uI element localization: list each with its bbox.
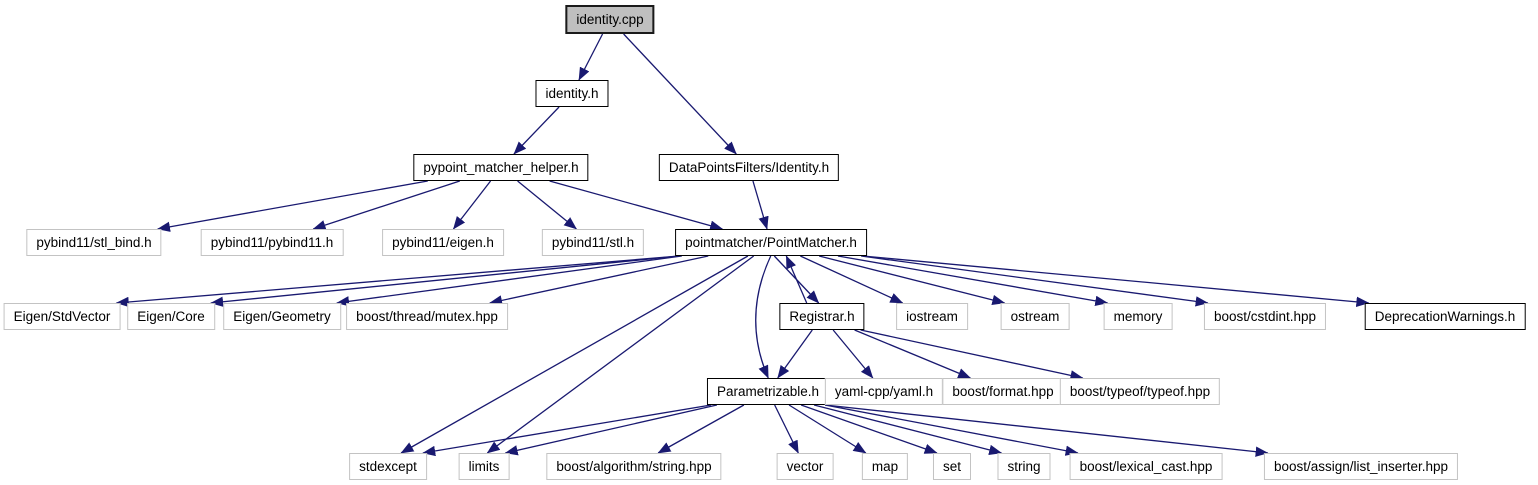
- node-boost-format-hpp: boost/format.hpp: [942, 378, 1064, 405]
- node-map: map: [861, 453, 909, 480]
- node-stdexcept: stdexcept: [349, 453, 427, 480]
- node-string: string: [997, 453, 1051, 480]
- node-memory: memory: [1103, 303, 1173, 330]
- node-identity-cpp: identity.cpp: [565, 5, 655, 34]
- node-pybind11-stl-bind-h: pybind11/stl_bind.h: [26, 229, 162, 256]
- node-registrar-h[interactable]: Registrar.h: [779, 303, 865, 330]
- node-eigen-geometry: Eigen/Geometry: [223, 303, 341, 330]
- node-pybind11-stl-h: pybind11/stl.h: [541, 229, 645, 256]
- node-pypoint-matcher-helper-h[interactable]: pypoint_matcher_helper.h: [413, 154, 589, 181]
- node-boost-typeof-typeof-hpp: boost/typeof/typeof.hpp: [1059, 378, 1221, 405]
- node-limits: limits: [458, 453, 510, 480]
- node-iostream: iostream: [896, 303, 968, 330]
- node-eigen-core: Eigen/Core: [127, 303, 215, 330]
- node-eigen-stdvector: Eigen/StdVector: [3, 303, 121, 330]
- node-datapointsfilters-identity-h[interactable]: DataPointsFilters/Identity.h: [658, 154, 840, 181]
- node-pybind11-eigen-h: pybind11/eigen.h: [382, 229, 504, 256]
- node-deprecationwarnings-h[interactable]: DeprecationWarnings.h: [1364, 303, 1526, 330]
- node-ostream: ostream: [1000, 303, 1070, 330]
- node-pybind11-pybind11-h: pybind11/pybind11.h: [200, 229, 344, 256]
- node-vector: vector: [776, 453, 834, 480]
- node-parametrizable-h[interactable]: Parametrizable.h: [706, 378, 830, 405]
- node-boost-cstdint-hpp: boost/cstdint.hpp: [1203, 303, 1327, 330]
- node-pointmatcher-pointmatcher-h[interactable]: pointmatcher/PointMatcher.h: [675, 229, 867, 256]
- node-boost-assign-list-inserter-hpp: boost/assign/list_inserter.hpp: [1263, 453, 1459, 480]
- node-set: set: [932, 453, 972, 480]
- node-boost-algorithm-string-hpp: boost/algorithm/string.hpp: [546, 453, 722, 480]
- node-yaml-cpp-yaml-h: yaml-cpp/yaml.h: [824, 378, 944, 405]
- node-identity-h[interactable]: identity.h: [535, 80, 609, 107]
- node-boost-thread-mutex-hpp: boost/thread/mutex.hpp: [346, 303, 508, 330]
- node-boost-lexical-cast-hpp: boost/lexical_cast.hpp: [1069, 453, 1223, 480]
